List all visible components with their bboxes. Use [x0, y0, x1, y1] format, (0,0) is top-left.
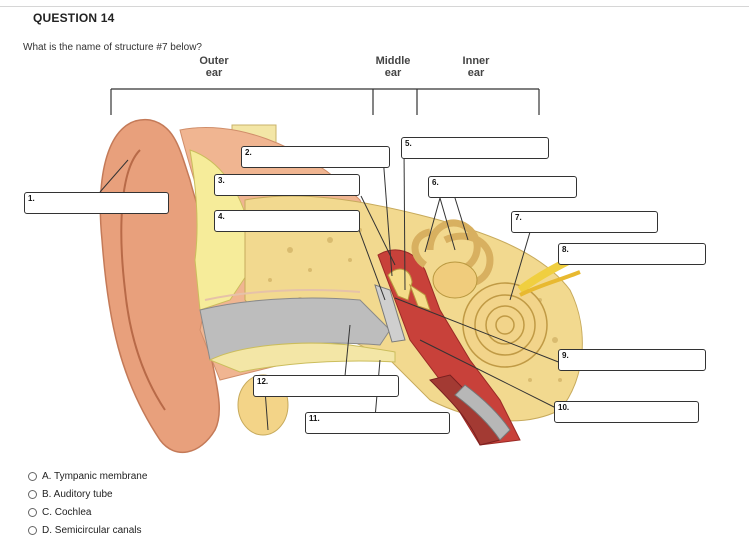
question-text: What is the name of structure #7 below? [23, 42, 202, 53]
answer-options: A. Tympanic membrane B. Auditory tube C.… [28, 467, 147, 539]
top-divider [0, 6, 749, 7]
label-box-12[interactable]: 12. [253, 375, 399, 397]
option-d[interactable]: D. Semicircular canals [28, 521, 147, 539]
ear-anatomy-diagram [99, 88, 583, 454]
option-a-label: A. Tympanic membrane [42, 470, 148, 482]
radio-button-icon[interactable] [28, 525, 37, 535]
option-c-label: C. Cochlea [42, 506, 92, 518]
radio-button-icon[interactable] [28, 489, 37, 499]
label-box-8[interactable]: 8. [558, 243, 706, 265]
label-box-10[interactable]: 10. [554, 401, 699, 423]
option-b[interactable]: B. Auditory tube [28, 485, 147, 503]
question-title: QUESTION 14 [33, 11, 115, 25]
leader-lines [99, 147, 564, 431]
option-b-label: B. Auditory tube [42, 488, 113, 500]
radio-button-icon[interactable] [28, 507, 37, 517]
label-box-3[interactable]: 3. [214, 174, 360, 196]
label-box-6[interactable]: 6. [428, 176, 577, 198]
label-box-9[interactable]: 9. [558, 349, 706, 371]
option-d-label: D. Semicircular canals [42, 524, 142, 536]
label-box-7[interactable]: 7. [511, 211, 658, 233]
label-box-1[interactable]: 1. [24, 192, 169, 214]
label-box-11[interactable]: 11. [305, 412, 450, 434]
label-box-2[interactable]: 2. [241, 146, 390, 168]
label-box-5[interactable]: 5. [401, 137, 549, 159]
option-a[interactable]: A. Tympanic membrane [28, 467, 147, 485]
label-box-4[interactable]: 4. [214, 210, 360, 232]
radio-button-icon[interactable] [28, 471, 37, 481]
option-c[interactable]: C. Cochlea [28, 503, 147, 521]
region-brackets [110, 88, 540, 115]
